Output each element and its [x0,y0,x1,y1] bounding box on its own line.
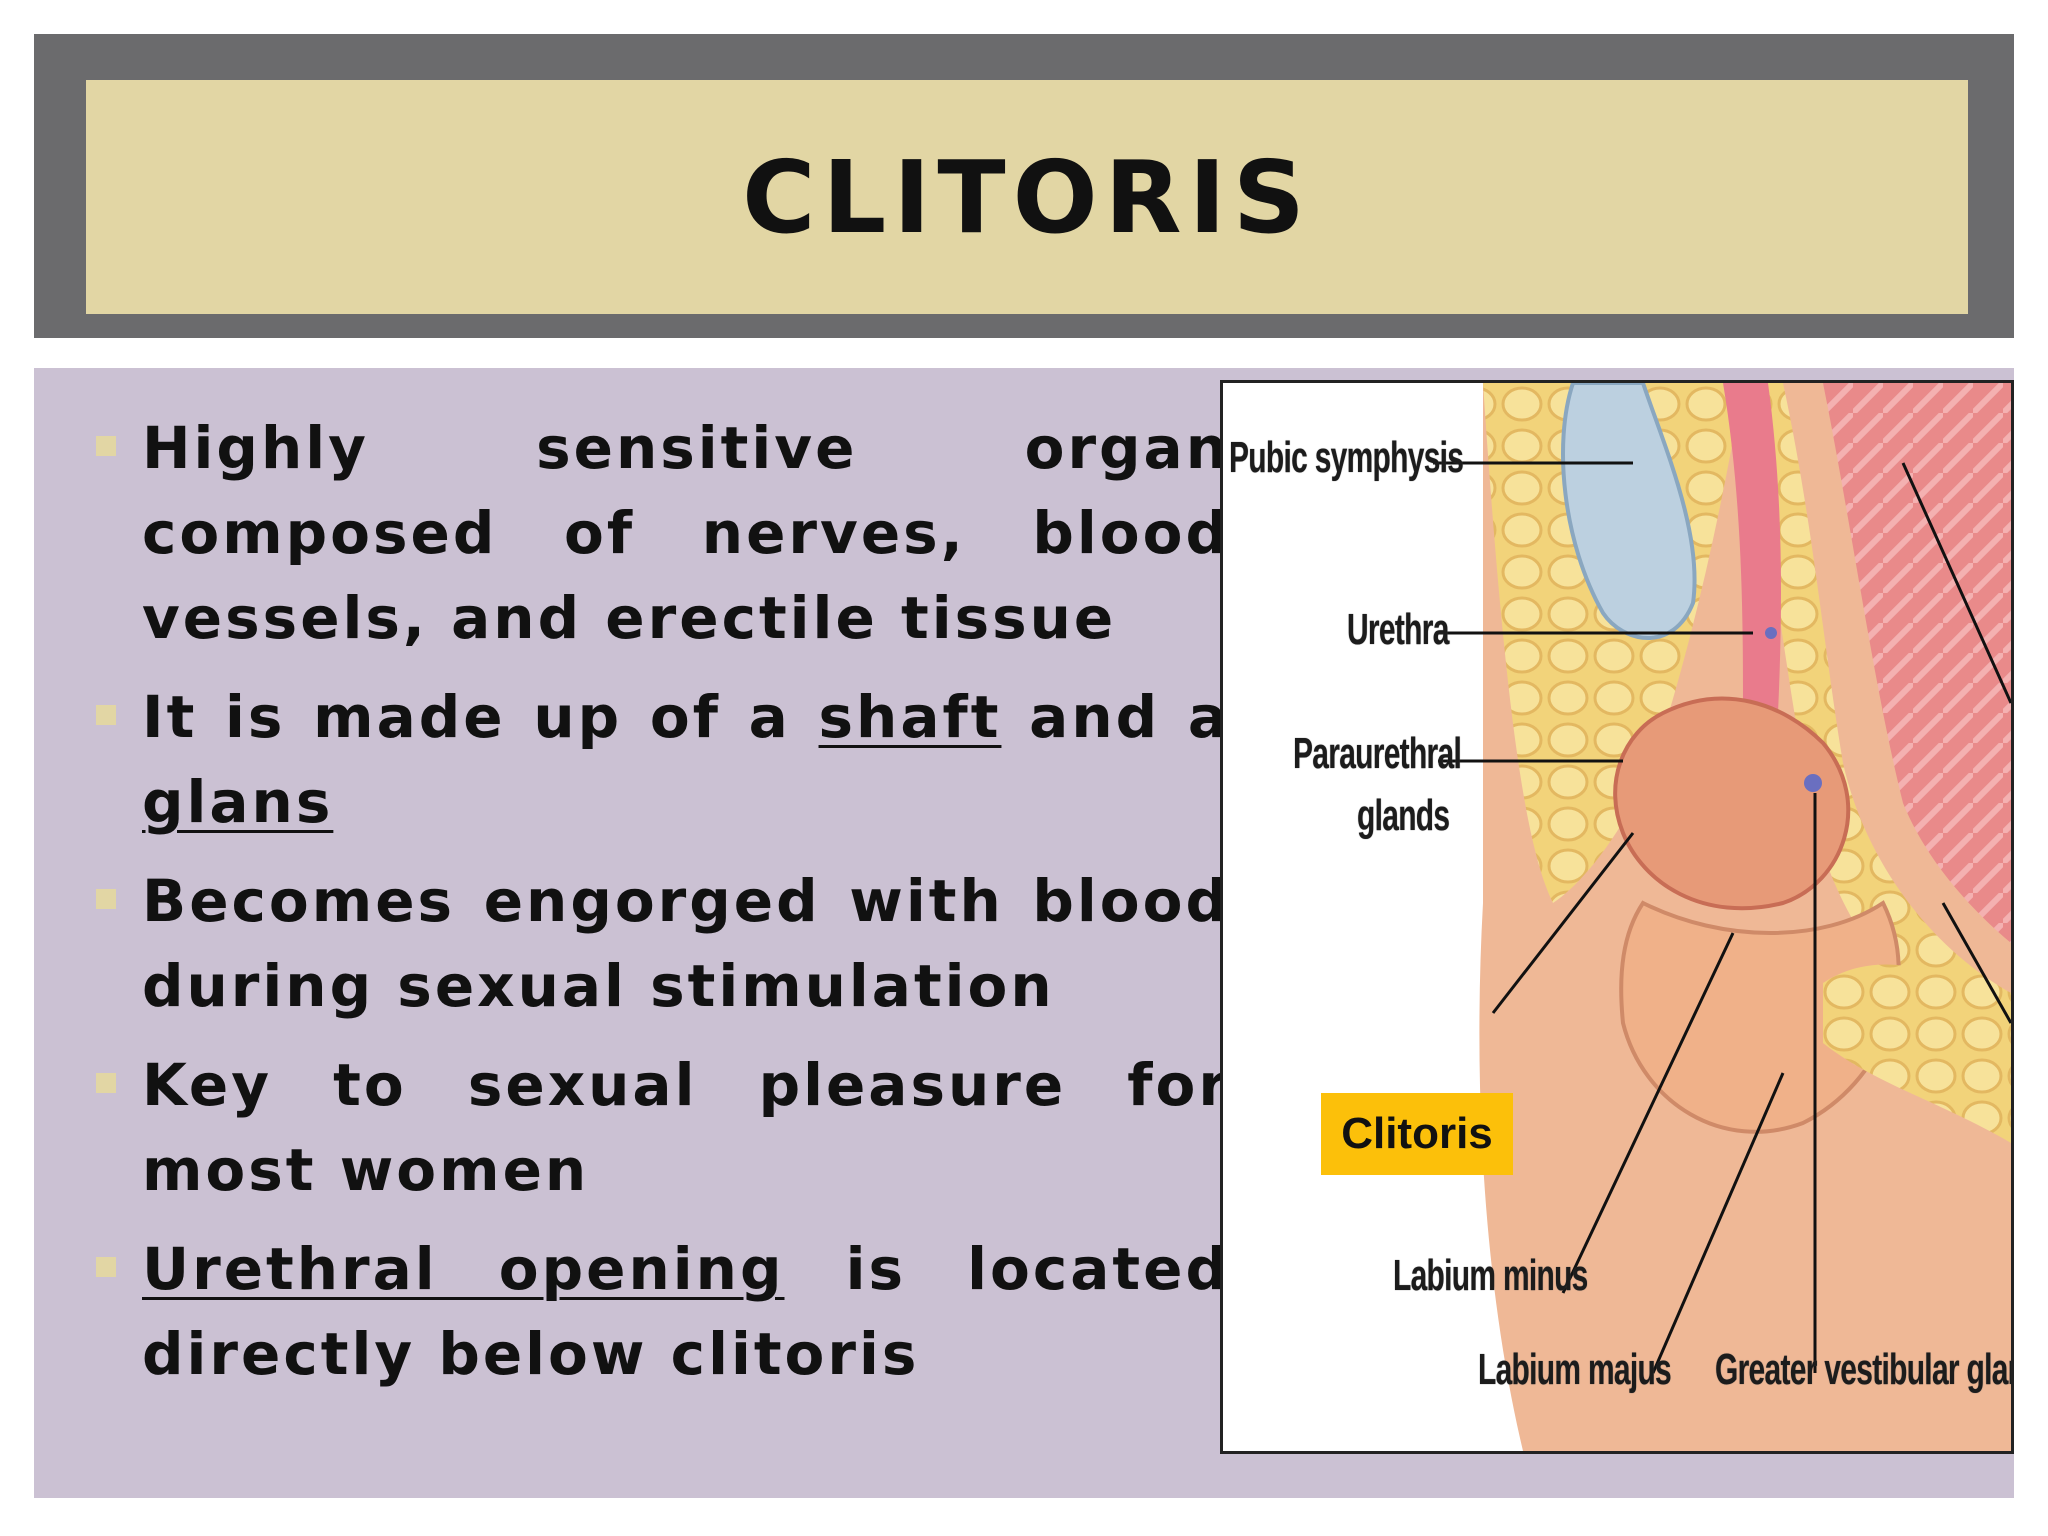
bullet-text: Key to sexual pleasure for most women [142,1051,1230,1204]
underlined-term: Urethral opening [142,1235,785,1303]
underlined-term: shaft [818,683,1002,751]
bullet-list: Highly sensitive organ composed of nerve… [60,406,1230,1411]
label-labium-majus: Labium majus [1478,1345,1672,1394]
square-bullet-icon [96,436,116,456]
square-bullet-icon [96,1073,116,1093]
label-pubic-symphysis: Pubic symphysis [1229,433,1464,482]
label-urethra: Urethra [1347,605,1449,654]
bullet-item: Key to sexual pleasure for most women [60,1043,1230,1213]
title-frame: CLITORIS [34,34,2014,338]
bullet-text: It is made up of a [142,683,819,751]
bullet-text: and a [1001,683,1230,751]
bullet-item: Becomes engorged with blood during sexua… [60,859,1230,1029]
anatomy-illustration [1223,383,2011,1451]
clitoris-callout: Clitoris [1321,1093,1513,1175]
title-box: CLITORIS [86,80,1968,314]
clitoris-callout-label: Clitoris [1341,1109,1493,1158]
square-bullet-icon [96,705,116,725]
anatomy-figure: Pubic symphysis Urethra Paraurethral gla… [1220,380,2014,1454]
label-paraurethral: Paraurethral [1293,729,1462,778]
bullet-item: Urethral opening is located directly bel… [60,1227,1230,1397]
label-greater-vestibular-gland: Greater vestibular gland [1715,1345,2014,1394]
square-bullet-icon [96,889,116,909]
bullet-item: Highly sensitive organ composed of nerve… [60,406,1230,661]
bullet-text: Becomes engorged with blood during sexua… [142,867,1230,1020]
underlined-term: glans [142,768,334,836]
slide-title: CLITORIS [742,138,1312,256]
bullet-text: is located directly below clitoris [142,1235,1230,1388]
square-bullet-icon [96,1257,116,1277]
bullet-text: Highly sensitive organ composed of nerve… [142,414,1230,652]
label-labium-minus: Labium minus [1393,1251,1588,1300]
label-glands: glands [1357,791,1450,840]
bullet-item: It is made up of a shaft and a glans [60,675,1230,845]
